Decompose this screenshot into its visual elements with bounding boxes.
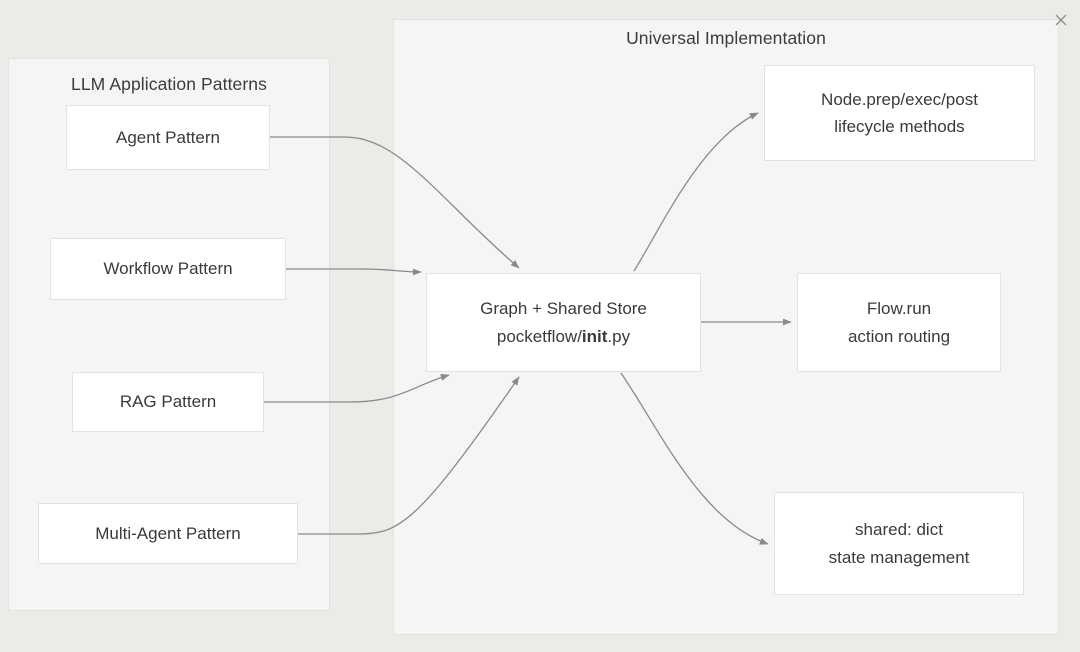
node-multi-agent-pattern[interactable]: Multi-Agent Pattern	[38, 503, 298, 564]
close-icon[interactable]	[1052, 11, 1070, 29]
node-agent-pattern-label: Agent Pattern	[116, 127, 220, 147]
group-right-title: Universal Implementation	[626, 28, 826, 48]
node-lifecycle-line2: lifecycle methods	[834, 117, 965, 136]
node-lifecycle-line1: Node.prep/exec/post	[821, 89, 978, 109]
node-workflow-pattern-label: Workflow Pattern	[103, 259, 233, 279]
node-flowrun-line2: action routing	[847, 326, 951, 346]
node-flowrun-line1: Flow.run	[866, 299, 932, 318]
core-path-suffix: .py	[607, 326, 631, 346]
node-graph-shared-store[interactable]: Graph + Shared Store pocketflow/init.py	[426, 273, 701, 372]
node-rag-pattern-label: RAG Pattern	[119, 392, 217, 412]
core-path-bold: init	[581, 326, 608, 346]
node-shared-line1: shared: dict	[855, 520, 943, 539]
node-shared-line2: state management	[828, 547, 970, 567]
node-node-lifecycle-methods[interactable]: Node.prep/exec/post lifecycle methods	[764, 65, 1035, 161]
core-path-prefix: pocketflow/	[496, 326, 582, 346]
node-flow-run-action-routing[interactable]: Flow.run action routing	[797, 273, 1001, 372]
node-agent-pattern[interactable]: Agent Pattern	[66, 105, 270, 170]
node-rag-pattern[interactable]: RAG Pattern	[72, 372, 264, 432]
node-workflow-pattern[interactable]: Workflow Pattern	[50, 238, 286, 300]
node-graph-shared-store-line1: Graph + Shared Store	[480, 299, 647, 318]
node-shared-dict-state-management[interactable]: shared: dict state management	[774, 492, 1024, 595]
group-left-title: LLM Application Patterns	[71, 74, 267, 94]
node-multi-agent-pattern-label: Multi-Agent Pattern	[95, 523, 241, 543]
node-graph-shared-store-line2: pocketflow/init.py	[497, 324, 630, 350]
